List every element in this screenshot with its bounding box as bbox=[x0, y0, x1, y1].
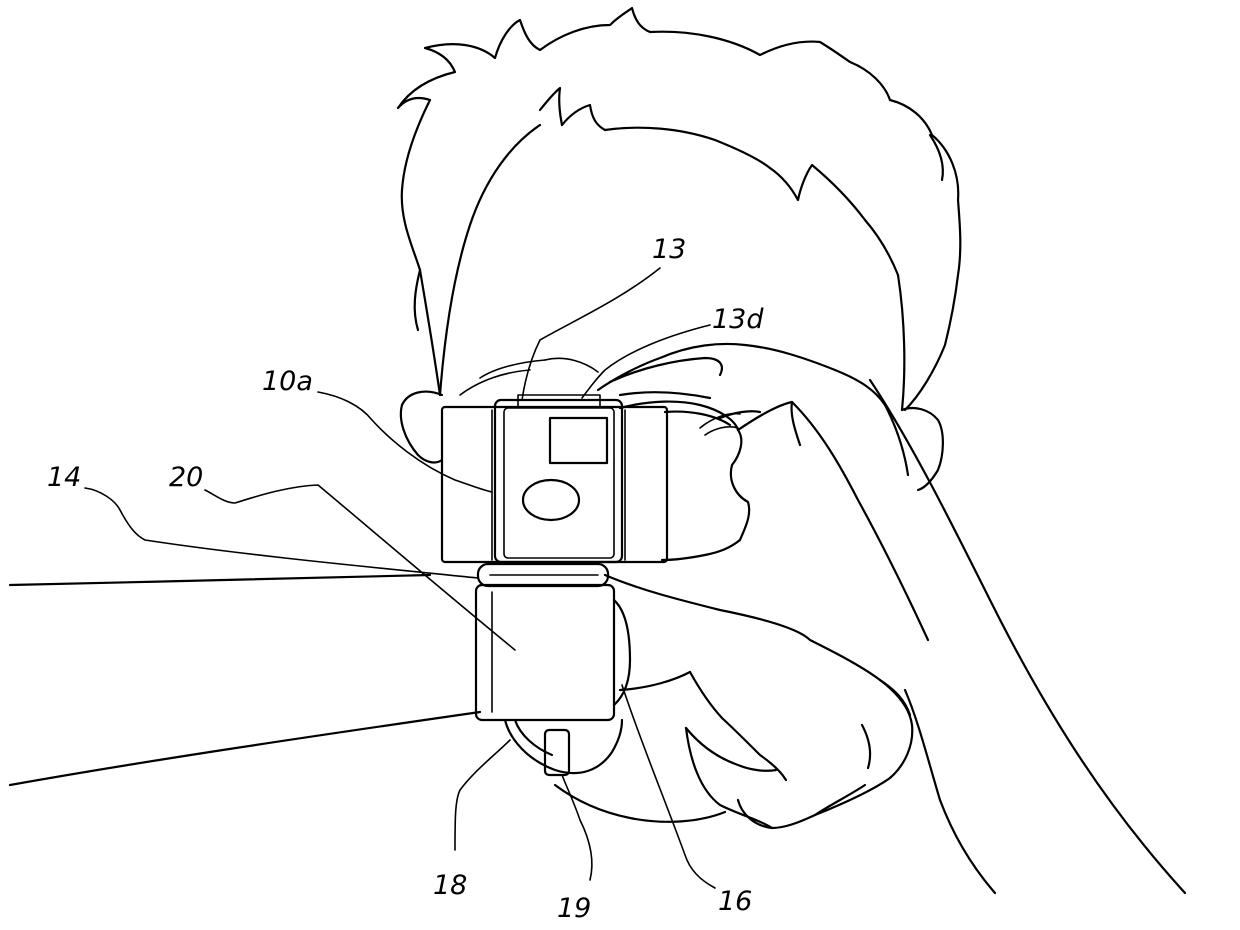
head-face-details bbox=[459, 357, 741, 436]
left-hand bbox=[603, 573, 997, 895]
label-16: 16 bbox=[718, 886, 752, 917]
chin bbox=[553, 783, 727, 823]
leader-14 bbox=[84, 487, 479, 579]
label-18: 18 bbox=[433, 870, 467, 901]
camera-lens bbox=[521, 478, 581, 522]
reference-labels: 13 13d 10a 14 20 18 19 16 bbox=[47, 234, 764, 924]
label-20: 20 bbox=[169, 462, 203, 493]
head-ears bbox=[399, 390, 944, 492]
leader-19 bbox=[561, 774, 593, 881]
leader-13d bbox=[581, 324, 711, 399]
leader-18 bbox=[454, 739, 511, 851]
right-hand bbox=[596, 342, 1187, 895]
leader-10a bbox=[317, 391, 493, 493]
left-arm bbox=[8, 573, 482, 787]
leader-20 bbox=[204, 484, 516, 651]
head-hair bbox=[396, 6, 962, 412]
camera-unit bbox=[440, 394, 669, 564]
label-13: 13 bbox=[652, 234, 686, 265]
hinge bbox=[476, 562, 610, 588]
label-19: 19 bbox=[557, 893, 591, 924]
camera-display bbox=[548, 416, 609, 465]
leader-16 bbox=[621, 684, 716, 889]
label-13d: 13d bbox=[712, 304, 764, 335]
leader-lines bbox=[84, 267, 716, 889]
strap-clip bbox=[543, 728, 571, 777]
label-10a: 10a bbox=[262, 366, 313, 397]
label-14: 14 bbox=[47, 462, 81, 493]
leader-13 bbox=[521, 267, 661, 401]
wrist-band bbox=[474, 583, 632, 775]
